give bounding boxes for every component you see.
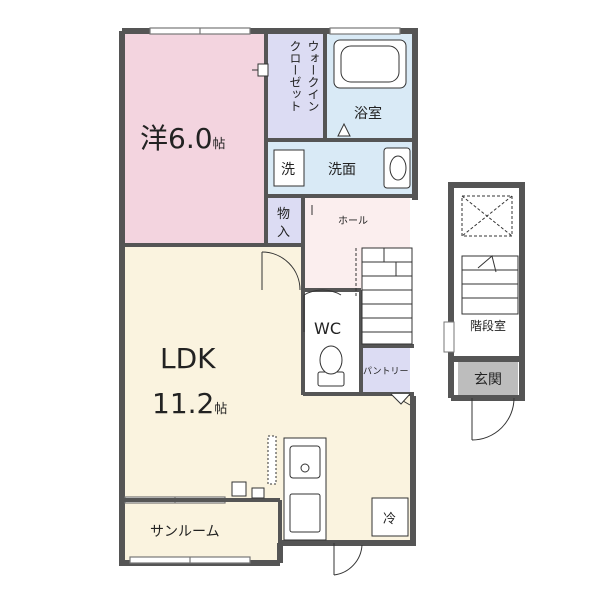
washer-box <box>273 149 305 187</box>
ldk-size-label: 11.2帖 <box>152 387 227 420</box>
ldk-label: LDK <box>160 342 216 375</box>
column-boxes <box>231 481 265 499</box>
walkin-closet-label-1: ウォークイン <box>306 40 320 112</box>
fridge-box <box>371 497 409 537</box>
stair-room-label: 階段室 <box>470 318 506 333</box>
marks <box>252 63 351 215</box>
sunroom-label: サンルーム <box>150 524 220 540</box>
storage-label-2: 入 <box>277 225 290 240</box>
bedroom-fill <box>124 34 266 244</box>
walkin-closet-fill <box>268 34 324 138</box>
stair-room-window <box>443 321 455 353</box>
storage-label-1: 物 <box>277 207 290 222</box>
wc-label: WC <box>314 319 341 338</box>
bath-label: 浴室 <box>354 105 382 122</box>
interior-walls <box>124 34 414 543</box>
doors <box>261 251 515 576</box>
walkin-closet-label-2: クローゼット <box>288 40 302 112</box>
bathtub <box>333 39 407 89</box>
sunroom-fill <box>124 500 280 560</box>
bedroom-label: 洋6.0帖 <box>140 122 226 155</box>
ldk-fill <box>124 244 410 540</box>
washbasin <box>383 147 411 189</box>
pantry-fill <box>362 346 410 393</box>
washer-label: 洗 <box>281 162 295 178</box>
genkan-label: 玄関 <box>474 371 502 388</box>
pantry-label: パントリー <box>363 366 408 377</box>
genkan-fill <box>458 360 518 396</box>
toilet <box>317 345 345 387</box>
fridge-label: 冷 <box>383 512 396 527</box>
stair-room-walls <box>448 182 525 401</box>
stair-room-stair <box>461 195 519 315</box>
hall-label: ホール <box>338 215 368 227</box>
washroom-label: 洗面 <box>328 162 356 178</box>
kitchen-counter <box>267 435 327 541</box>
storage-fill <box>268 198 302 244</box>
main-stair <box>355 247 413 345</box>
